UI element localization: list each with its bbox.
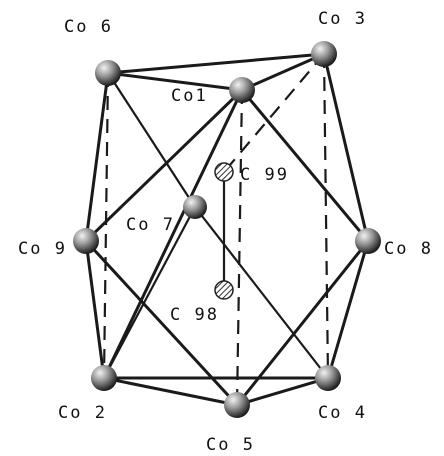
label-co8: Co 8 bbox=[384, 239, 433, 259]
atom-co4 bbox=[315, 365, 341, 391]
bond-co9-co2 bbox=[84, 239, 106, 380]
bond-co1-co9 bbox=[84, 88, 244, 243]
atom-co5 bbox=[224, 392, 250, 418]
bond-co1-co2 bbox=[102, 88, 244, 380]
bond-co8-co4 bbox=[326, 239, 370, 380]
bond-co1-co5 bbox=[235, 89, 244, 406]
atom-co6 bbox=[95, 60, 121, 86]
bond-co3-co4 bbox=[322, 53, 330, 379]
bond-co2-co5 bbox=[102, 376, 239, 407]
atom-labels: Co 6 Co 3 Co1 C 99 Co 7 Co 9 Co 8 C 98 C… bbox=[18, 9, 433, 455]
bond-co6-co1 bbox=[106, 71, 244, 92]
label-co7: Co 7 bbox=[126, 215, 175, 235]
label-co5: Co 5 bbox=[206, 435, 255, 455]
back-bonds bbox=[102, 53, 330, 406]
bond-co6-co3 bbox=[106, 52, 326, 75]
bond-co6-co2 bbox=[102, 72, 110, 379]
atom-co7 bbox=[183, 195, 207, 219]
bond-co1-co3 bbox=[240, 52, 326, 92]
bond-co6-co9 bbox=[84, 71, 110, 243]
bond-co8-co5 bbox=[235, 239, 370, 407]
bond-co3-co8 bbox=[322, 52, 370, 243]
label-co6: Co 6 bbox=[64, 17, 113, 37]
bond-co7-co4 bbox=[193, 205, 330, 380]
atom-c99 bbox=[214, 162, 234, 182]
label-c99: C 99 bbox=[240, 165, 289, 185]
label-c98: C 98 bbox=[170, 305, 219, 325]
atom-co9 bbox=[73, 228, 99, 254]
bond-co3-co99 bbox=[223, 53, 325, 173]
atom-co8 bbox=[355, 228, 381, 254]
label-co2: Co 2 bbox=[58, 403, 107, 423]
label-co9: Co 9 bbox=[18, 239, 67, 259]
label-co4: Co 4 bbox=[318, 403, 367, 423]
atoms bbox=[73, 41, 381, 418]
bond-co5-co4 bbox=[235, 376, 330, 407]
atom-co2 bbox=[91, 365, 117, 391]
label-co3: Co 3 bbox=[318, 9, 367, 29]
label-co1: Co1 bbox=[171, 86, 208, 106]
bond-co6-co7 bbox=[106, 71, 197, 209]
atom-co3 bbox=[311, 41, 337, 67]
atom-c98 bbox=[214, 280, 234, 300]
interior-bonds bbox=[102, 71, 330, 380]
atom-co1 bbox=[229, 77, 255, 103]
front-bonds bbox=[84, 52, 370, 407]
bond-co1-co8 bbox=[240, 88, 370, 243]
